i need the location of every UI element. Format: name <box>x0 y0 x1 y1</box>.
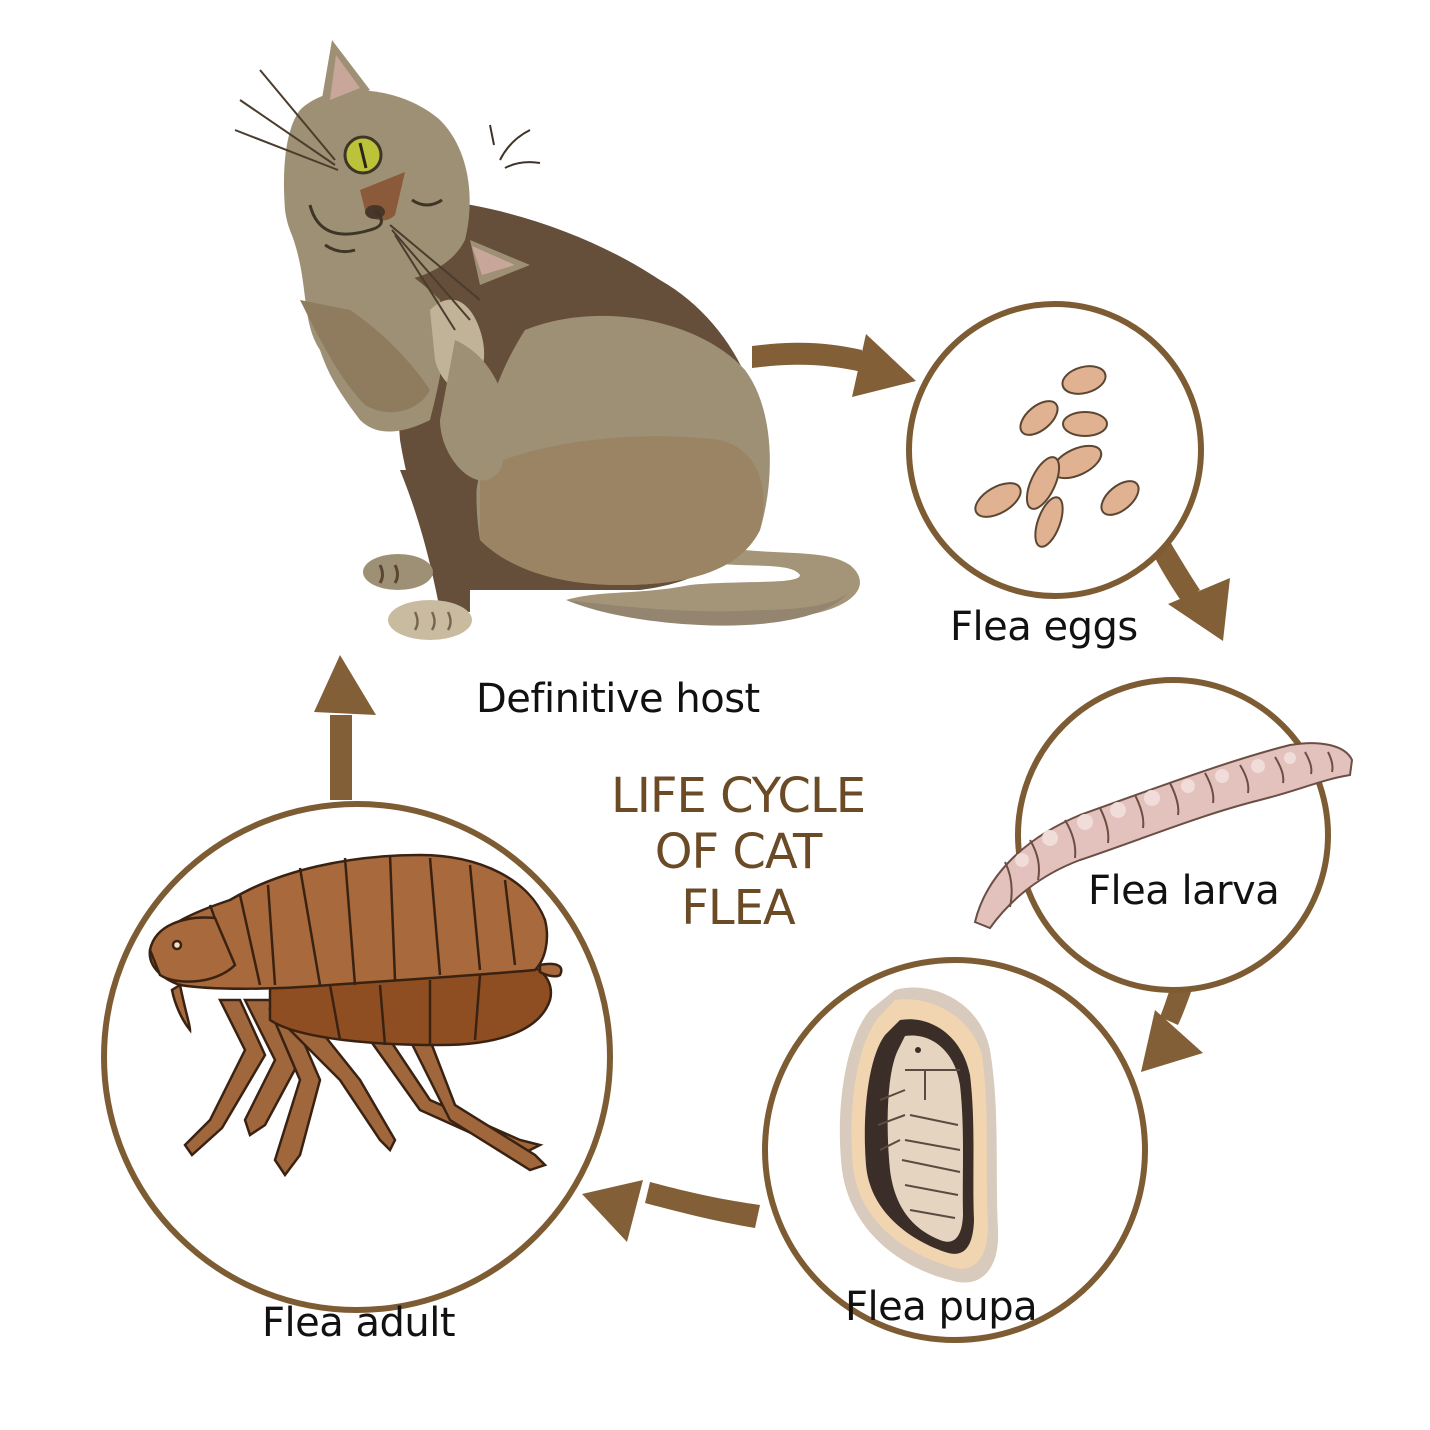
label-definitive-host: Definitive host <box>476 676 760 722</box>
arrow-pupa-to-adult <box>582 1180 760 1242</box>
arrow-adult-to-host <box>314 655 376 800</box>
label-flea-eggs: Flea eggs <box>950 604 1138 650</box>
flea-larva-icon <box>973 742 1354 930</box>
label-flea-larva: Flea larva <box>1088 868 1280 914</box>
arrow-host-to-eggs <box>752 334 916 397</box>
label-flea-pupa: Flea pupa <box>845 1284 1038 1330</box>
title-line-2: OF CAT <box>654 824 823 880</box>
flea-adult-icon <box>148 853 563 1178</box>
flea-eggs-icon <box>974 365 1140 548</box>
eggs-circle <box>906 301 1204 599</box>
cat-icon <box>234 40 860 640</box>
title-line-3: FLEA <box>681 880 796 936</box>
title-line-1: LIFE CYCLE <box>610 768 866 824</box>
flea-pupa-icon <box>839 987 999 1283</box>
diagram-title: LIFE CYCLE OF CAT FLEA <box>588 768 888 936</box>
label-flea-adult: Flea adult <box>262 1300 456 1346</box>
